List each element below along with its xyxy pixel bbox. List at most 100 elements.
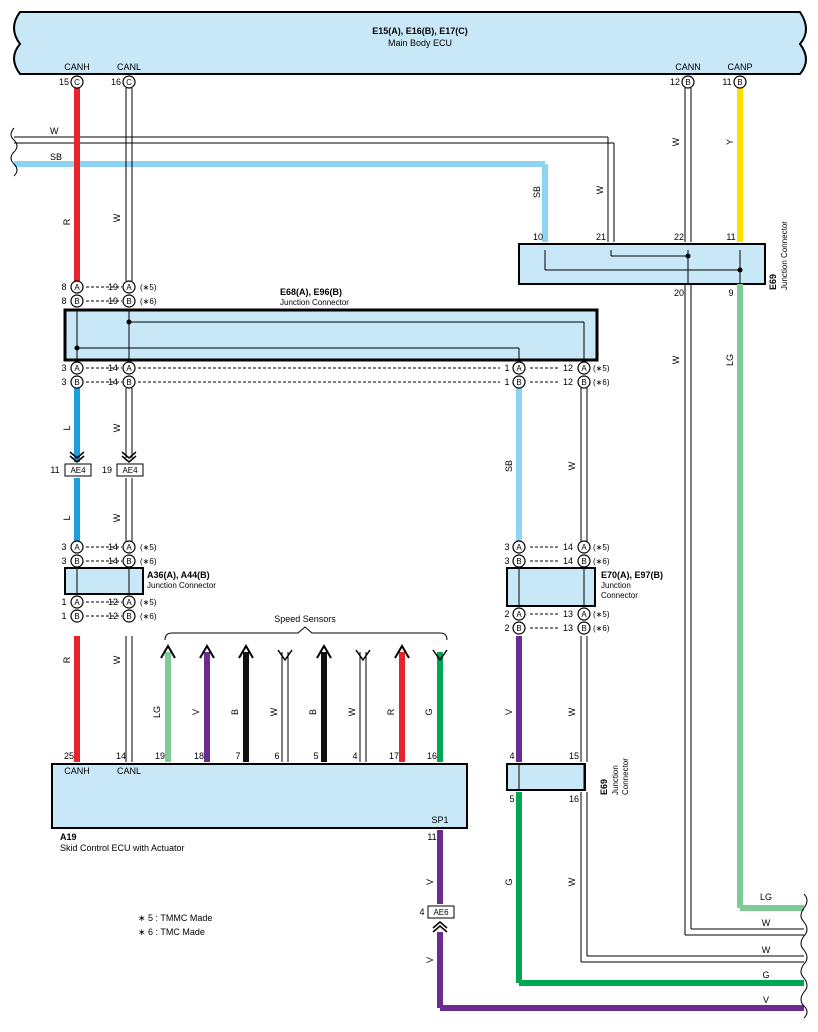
wire-code-v-1: V bbox=[504, 709, 514, 715]
pin-e68-bb-3: B bbox=[577, 375, 591, 389]
a19-sp1-pin: 11 bbox=[427, 832, 436, 842]
a36-junction: A36(A), A44(B) Junction Connector 3 3 14… bbox=[61, 542, 216, 621]
ecu-top-subtitle: Main Body ECU bbox=[388, 38, 452, 48]
e70-pin-14b: 14 bbox=[563, 556, 573, 566]
sensor-wire-RL–: W4RL– bbox=[347, 649, 371, 776]
pin-a36-tb-0: B bbox=[70, 554, 84, 568]
svg-text:B: B bbox=[516, 557, 521, 566]
e69-top-subtitle: Junction Connector bbox=[780, 221, 789, 290]
svg-text:A: A bbox=[516, 364, 522, 373]
pin-e68-ba-2: A bbox=[512, 361, 526, 375]
pin-circle-canh: C bbox=[70, 75, 84, 89]
sensor-wire-code: W bbox=[347, 707, 357, 716]
svg-text:B: B bbox=[737, 78, 742, 87]
a19-pin-14: 14 bbox=[116, 751, 126, 761]
sensor-wire-code: V bbox=[191, 709, 201, 715]
e70-pin-3a: 3 bbox=[504, 542, 509, 552]
wire-code-w-4: W bbox=[567, 461, 577, 470]
e70-pin-2a: 2 bbox=[504, 609, 509, 619]
e68-bnote-5: (∗5) bbox=[593, 364, 610, 373]
svg-text:A: A bbox=[126, 598, 132, 607]
pin-e70-ta-0: A bbox=[512, 540, 526, 554]
e70-note-6: (∗6) bbox=[593, 557, 610, 566]
sensor-wire-RR–: G16RR– bbox=[424, 649, 449, 776]
wire-code-w-e69: W bbox=[595, 185, 605, 194]
e69-junction-mid: 4 15 5 16 E69 Junction Connector bbox=[506, 751, 630, 804]
footnotes: ∗ 5 : TMMC Made ∗ 6 : TMC Made bbox=[138, 913, 212, 937]
pin-a36-ba-1: A bbox=[122, 595, 136, 609]
sensor-wire-RR+: R17RR+ bbox=[386, 644, 411, 776]
pin-e68-b-1: B bbox=[70, 294, 84, 308]
pin-circle-cann: B bbox=[681, 75, 695, 89]
edge-label-w-1: W bbox=[762, 918, 771, 928]
e68-pin-12a: 12 bbox=[563, 363, 573, 373]
e69-pin-20: 20 bbox=[674, 288, 684, 298]
pin-label-canl: CANL bbox=[117, 62, 141, 72]
pin-e70-ba-1: A bbox=[577, 607, 591, 621]
pin-e70-ta-1: A bbox=[577, 540, 591, 554]
edge-label-v: V bbox=[763, 995, 769, 1005]
pin-e68-b-2: B bbox=[122, 294, 136, 308]
a36-pin-3a: 3 bbox=[61, 542, 66, 552]
pin-label-cann: CANN bbox=[675, 62, 701, 72]
e70-pin-13b: 13 bbox=[563, 623, 573, 633]
speed-sensors-label: Speed Sensors bbox=[274, 614, 336, 624]
speed-sensors: Speed Sensors bbox=[164, 614, 448, 641]
e69-pin-9: 9 bbox=[728, 288, 733, 298]
svg-text:B: B bbox=[126, 378, 131, 387]
pin-e68-ba-0: A bbox=[70, 361, 84, 375]
ae4-label-2: AE4 bbox=[122, 466, 138, 475]
sensor-pin-num: 17 bbox=[389, 751, 399, 761]
sensor-wire-code: B bbox=[308, 709, 318, 715]
e68-pin-3b: 3 bbox=[61, 377, 66, 387]
sensor-pin-num: 5 bbox=[313, 751, 318, 761]
a19-subtitle: Skid Control ECU with Actuator bbox=[60, 843, 185, 853]
svg-text:B: B bbox=[74, 612, 79, 621]
a36-note-5: (∗5) bbox=[140, 543, 157, 552]
a19-canl-label: CANL bbox=[117, 766, 141, 776]
pin-e70-bb-1: B bbox=[577, 621, 591, 635]
a19-canh-label: CANH bbox=[64, 766, 90, 776]
wire-code-sb-left: SB bbox=[50, 152, 62, 162]
sensor-pin-num: 4 bbox=[352, 751, 357, 761]
pin-label-canh: CANH bbox=[64, 62, 90, 72]
svg-text:A: A bbox=[74, 364, 80, 373]
e70-pin-3b: 3 bbox=[504, 556, 509, 566]
pin-e70-tb-0: B bbox=[512, 554, 526, 568]
e69m-pin-15: 15 bbox=[569, 751, 579, 761]
e68-bnote-6: (∗6) bbox=[593, 378, 610, 387]
e70-pin-2b: 2 bbox=[504, 623, 509, 633]
a19-pin-25: 25 bbox=[64, 751, 74, 761]
svg-text:B: B bbox=[581, 624, 586, 633]
wire-code-y: Y bbox=[725, 139, 735, 145]
pin-circle-canl: C bbox=[122, 75, 136, 89]
e69-pin-11: 11 bbox=[726, 232, 735, 242]
svg-text:B: B bbox=[516, 624, 521, 633]
svg-text:B: B bbox=[126, 612, 131, 621]
wire-code-w-cann: W bbox=[671, 137, 681, 146]
left-edge-wires: W SB bbox=[10, 126, 615, 242]
pin-a36-ta-1: A bbox=[122, 540, 136, 554]
svg-text:B: B bbox=[126, 557, 131, 566]
pin-e68-ba-1: A bbox=[122, 361, 136, 375]
ae6-pin: 4 bbox=[419, 907, 424, 917]
wire-code-g-1: G bbox=[504, 878, 514, 885]
sensor-pin-num: 16 bbox=[427, 751, 437, 761]
wire-code-l-2: L bbox=[62, 515, 72, 520]
wire-code-lg-e69: LG bbox=[725, 354, 735, 366]
sensor-wire-code: W bbox=[269, 707, 279, 716]
wire-code-w-2: W bbox=[112, 423, 122, 432]
svg-text:A: A bbox=[581, 610, 587, 619]
e69m-pin-5: 5 bbox=[509, 794, 514, 804]
e70-pin-13a: 13 bbox=[563, 609, 573, 619]
e69-pin-22: 22 bbox=[674, 232, 684, 242]
a36-pin-1b: 1 bbox=[61, 611, 66, 621]
pin-a36-bb-1: B bbox=[122, 609, 136, 623]
a19-sp1-label: SP1 bbox=[431, 815, 448, 825]
svg-text:A: A bbox=[581, 543, 587, 552]
ecu-top-pin-num: 12 bbox=[670, 77, 680, 87]
pin-e68-bb-2: B bbox=[512, 375, 526, 389]
pin-a36-bb-0: B bbox=[70, 609, 84, 623]
